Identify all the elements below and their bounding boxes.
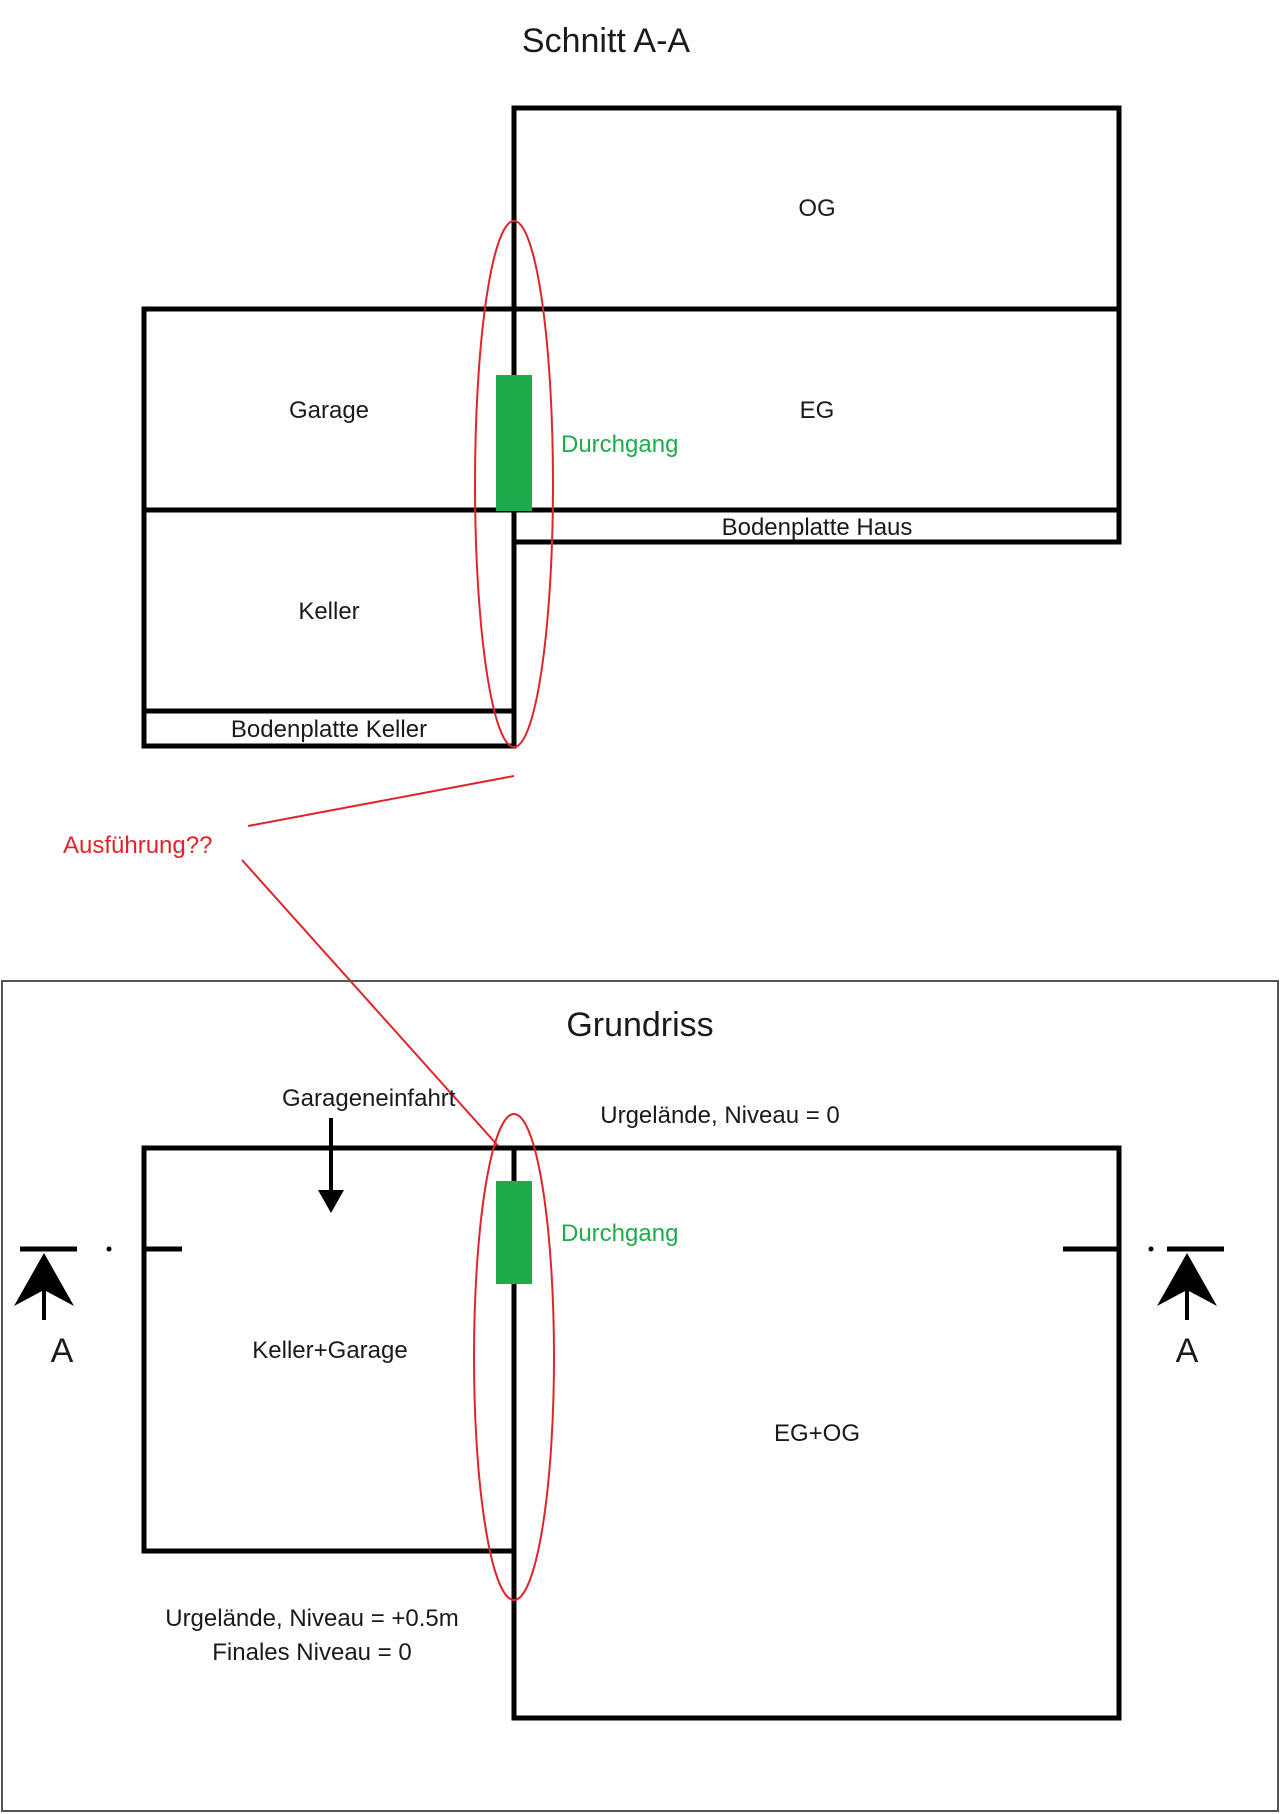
house-footprint bbox=[511, 1145, 1122, 1721]
section-passage bbox=[496, 375, 532, 511]
house-slab-label: Bodenplatte Haus bbox=[722, 514, 913, 541]
plan-frame bbox=[1, 980, 1279, 1812]
driveway-arrow-head bbox=[318, 1190, 344, 1213]
plan-passage-label: Durchgang bbox=[561, 1220, 678, 1247]
section-marker-right-letter: A bbox=[1176, 1332, 1199, 1370]
section-highlight-ellipse bbox=[474, 220, 554, 748]
eg-og-label: EG+OG bbox=[774, 1420, 860, 1447]
driveway-label: Garageneinfahrt bbox=[282, 1085, 456, 1112]
garage-label: Garage bbox=[289, 397, 369, 424]
section-title: Schnitt A-A bbox=[522, 22, 691, 60]
annotation: Ausführung?? bbox=[63, 775, 515, 1149]
plan-view: Grundriss Garageneinfahrt Urgelände, Niv… bbox=[1, 980, 1279, 1812]
plan-title: Grundriss bbox=[566, 1006, 713, 1044]
section-marker-right: A bbox=[1063, 1246, 1224, 1370]
terrain-bottom-line-2: Finales Niveau = 0 bbox=[212, 1639, 411, 1666]
section-marker-left-letter: A bbox=[51, 1332, 74, 1370]
annotation-question: Ausführung?? bbox=[63, 832, 212, 859]
section-view: Schnitt A-A OG Garage EG Bodenplatte Hau… bbox=[141, 22, 1122, 749]
terrain-bottom-line-1: Urgelände, Niveau = +0.5m bbox=[165, 1605, 459, 1632]
annotation-line-down bbox=[241, 859, 501, 1149]
section-passage-label: Durchgang bbox=[561, 431, 678, 458]
eg-label: EG bbox=[800, 397, 835, 424]
basement-slab-label: Bodenplatte Keller bbox=[231, 716, 427, 743]
section-marker-left: A bbox=[14, 1246, 182, 1370]
section-line-left-dot bbox=[106, 1246, 112, 1252]
og-label: OG bbox=[798, 195, 835, 222]
terrain-top-label: Urgelände, Niveau = 0 bbox=[600, 1102, 839, 1129]
plan-highlight-ellipse bbox=[473, 1113, 555, 1601]
plan-passage bbox=[496, 1181, 532, 1284]
section-arrow-left-icon bbox=[14, 1253, 74, 1306]
section-arrow-right-icon bbox=[1157, 1253, 1217, 1306]
section-line-right-dot bbox=[1148, 1246, 1154, 1252]
keller-label: Keller bbox=[298, 598, 359, 625]
basement-slab bbox=[141, 708, 517, 749]
annotation-line-up bbox=[247, 775, 515, 827]
basement-garage-label: Keller+Garage bbox=[252, 1337, 407, 1364]
